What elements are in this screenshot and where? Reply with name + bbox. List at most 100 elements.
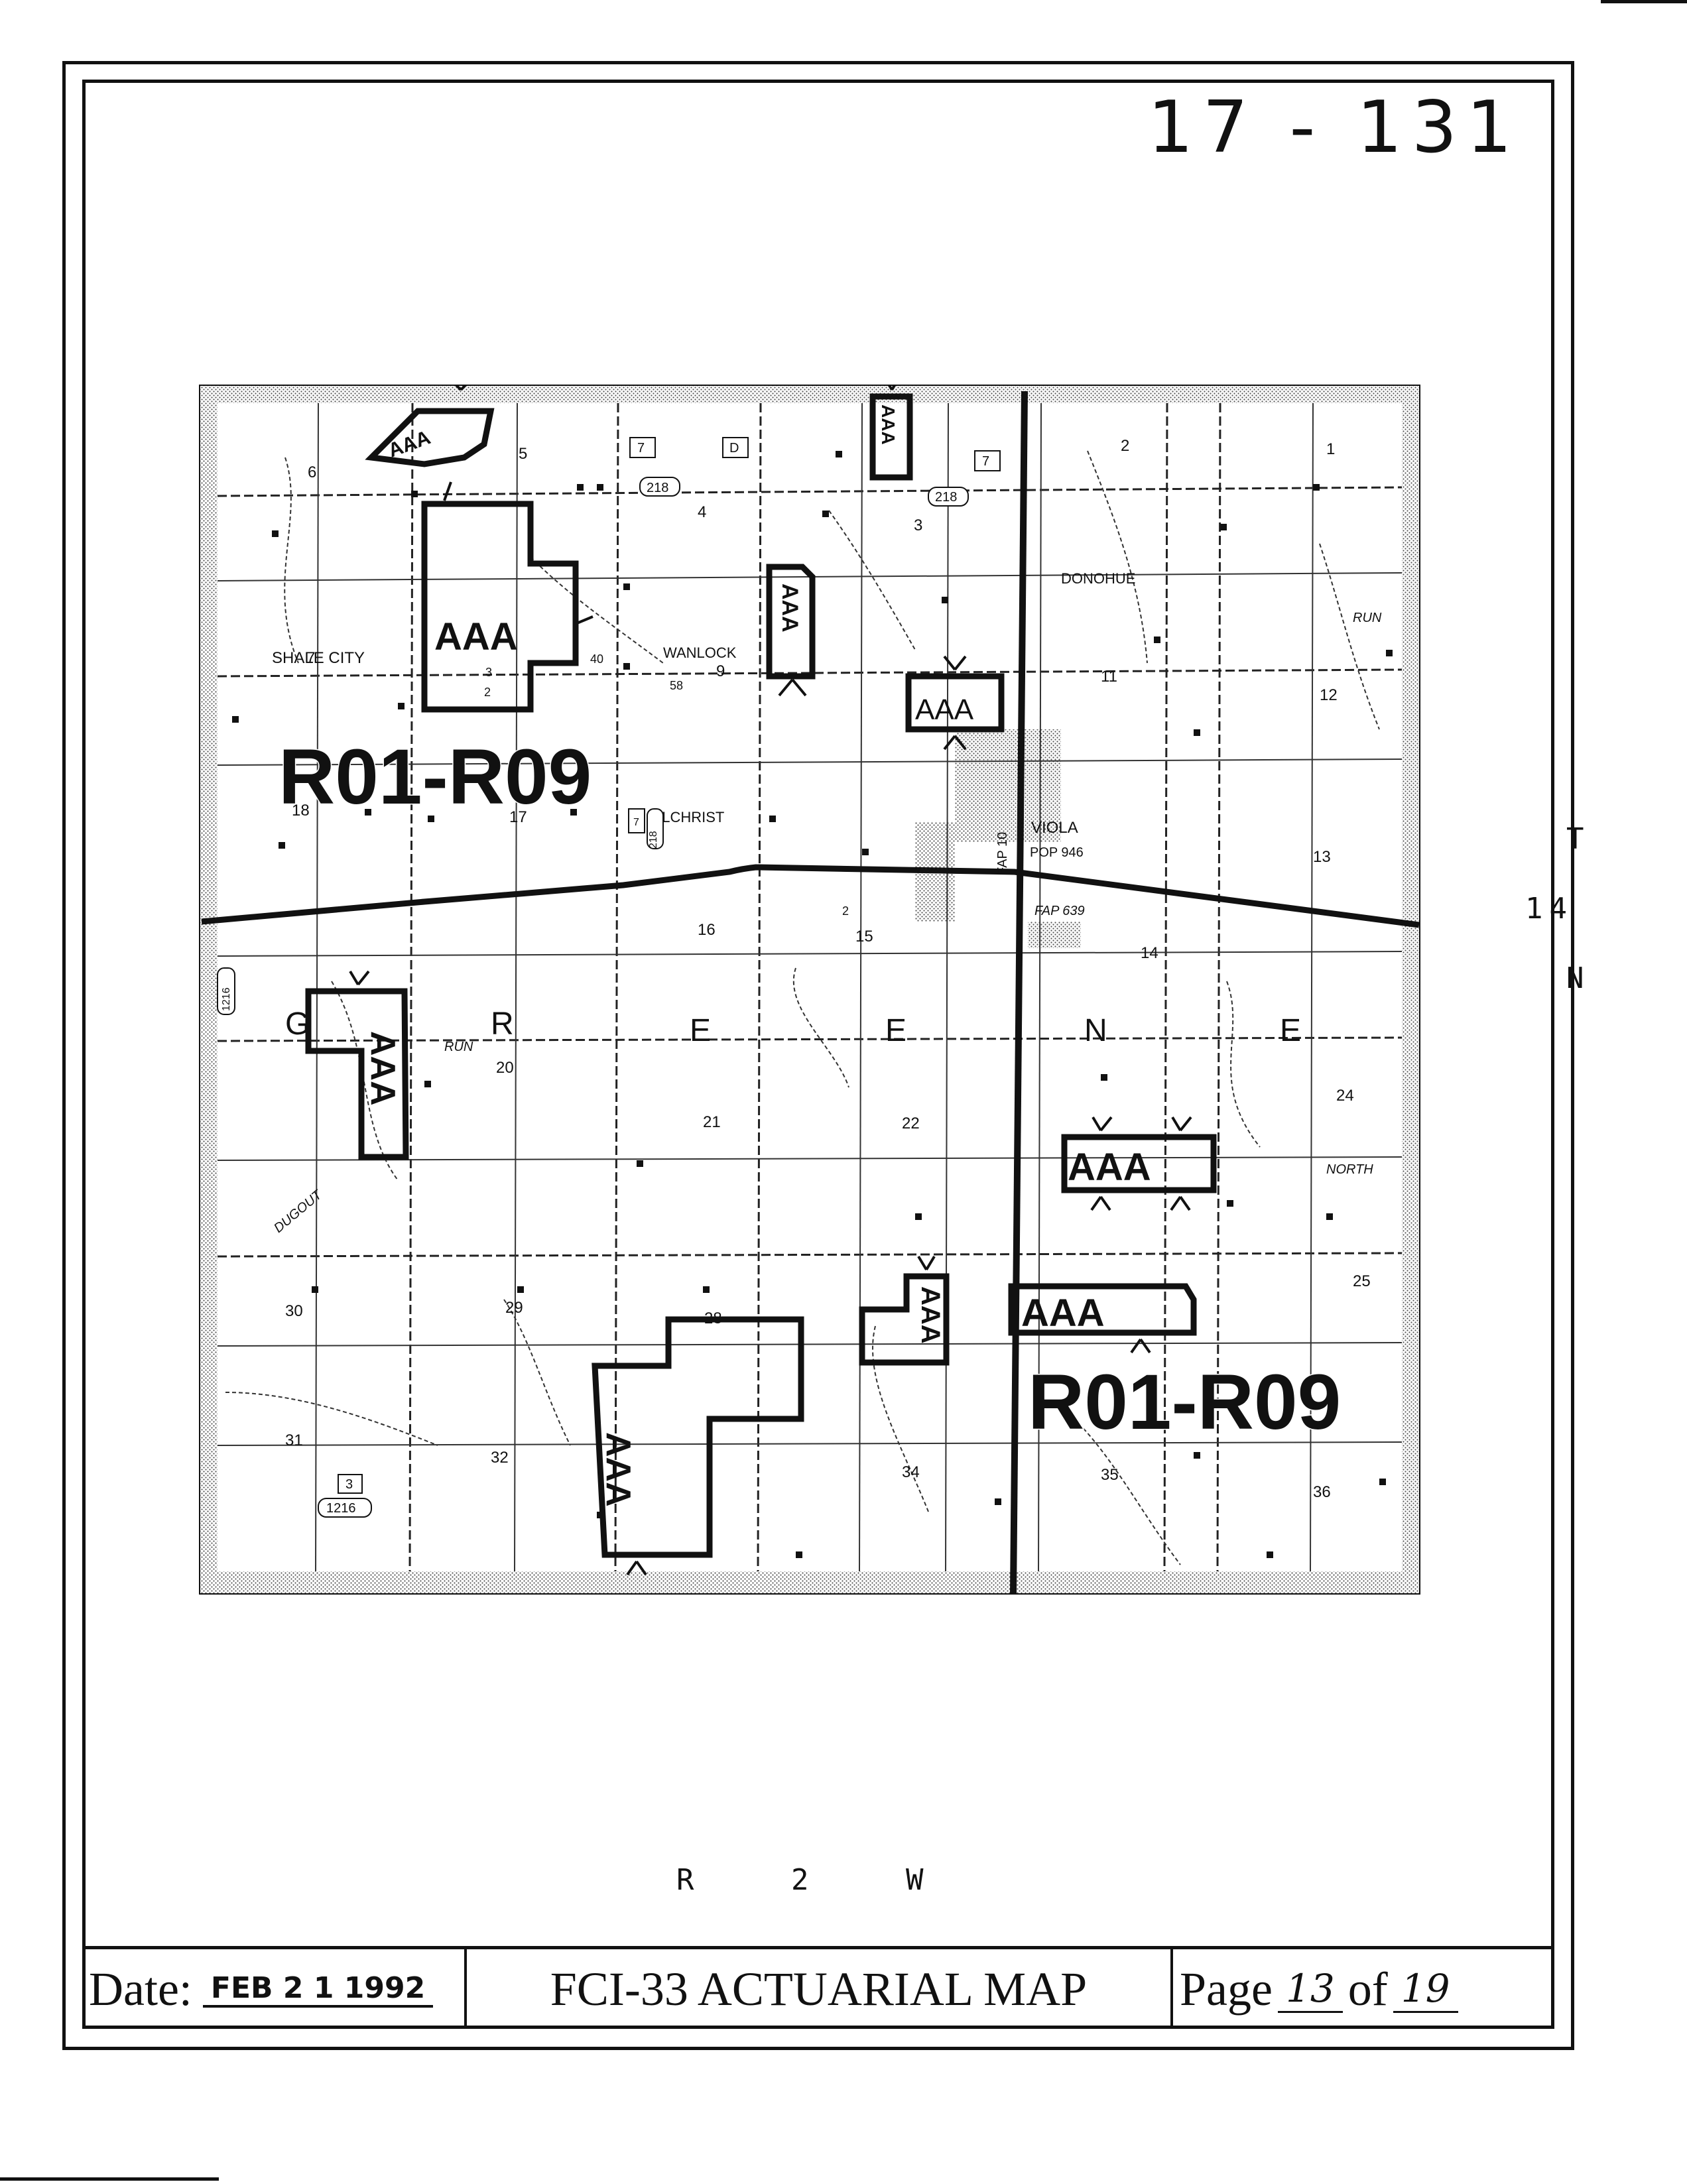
- svg-text:AAA: AAA: [599, 1432, 637, 1507]
- svg-text:12: 12: [1320, 686, 1338, 704]
- svg-text:34: 34: [902, 1463, 920, 1481]
- svg-text:25: 25: [1353, 1272, 1371, 1290]
- viola-pop-label: POP 946: [1030, 845, 1084, 860]
- high-risk-boundaries: [305, 393, 1217, 1558]
- svg-text:AAA: AAA: [434, 615, 518, 658]
- outer-border: [62, 61, 1574, 2050]
- bottom-edge-rule: [0, 2177, 219, 2181]
- svg-text:16: 16: [698, 921, 716, 939]
- page-cell: Page 13 of 19: [1173, 1949, 1554, 2029]
- route-shields: [217, 437, 1001, 1518]
- fap10-label: FAP 10: [995, 832, 1010, 875]
- svg-text:218: 218: [647, 481, 668, 495]
- svg-text:3: 3: [914, 516, 922, 534]
- inner-border: [82, 80, 1554, 2029]
- map-number: 17 - 131: [1147, 86, 1521, 169]
- fap639-label: FAP 639: [1034, 904, 1085, 918]
- rating-zone-label-south: R01-R09: [1028, 1359, 1341, 1446]
- run-top-label: RUN: [1353, 611, 1382, 625]
- svg-text:218: 218: [648, 831, 659, 849]
- svg-text:17: 17: [509, 808, 527, 826]
- svg-text:2: 2: [1121, 437, 1129, 455]
- svg-text:30: 30: [285, 1302, 303, 1320]
- aaa-labels: AAA AAA AAA AAA AAA AAA AAA AAA AAA AAA: [363, 404, 1151, 1507]
- page-label: Page: [1180, 1962, 1273, 2016]
- top-edge-rule: [1601, 0, 1687, 3]
- svg-text:2: 2: [842, 904, 849, 918]
- svg-text:20: 20: [496, 1059, 514, 1077]
- svg-text:15: 15: [855, 928, 873, 945]
- township-number: 14: [1525, 892, 1574, 926]
- map-title-cell: FCI-33 ACTUARIAL MAP: [467, 1949, 1173, 2029]
- svg-text:22: 22: [902, 1115, 920, 1132]
- svg-text:E: E: [1280, 1013, 1301, 1048]
- svg-text:AAA: AAA: [878, 404, 899, 445]
- svg-text:7: 7: [637, 441, 645, 455]
- north-label: NORTH: [1326, 1162, 1373, 1177]
- map-title: FCI-33 ACTUARIAL MAP: [550, 1962, 1088, 2016]
- svg-text:35: 35: [1101, 1466, 1119, 1484]
- svg-text:36: 36: [1313, 1483, 1331, 1501]
- page-current: 13: [1277, 1966, 1343, 2013]
- svg-text:13: 13: [1313, 848, 1331, 866]
- highway-horizontal: [201, 864, 1420, 928]
- date-cell: Date: FEB 2 1 1992: [82, 1949, 467, 2029]
- wanlock-label: WANLOCK: [663, 644, 737, 661]
- svg-text:R: R: [491, 1006, 514, 1042]
- svg-text:E: E: [690, 1013, 711, 1048]
- svg-text:AAA: AAA: [1021, 1292, 1105, 1335]
- route-numbers: 7 D 218 7 218 218 7 1216 3 1216: [221, 441, 989, 1516]
- svg-text:2: 2: [484, 686, 491, 699]
- svg-text:N: N: [1084, 1013, 1107, 1048]
- svg-text:7: 7: [982, 454, 989, 469]
- highway-vertical: [1010, 391, 1028, 1595]
- rating-zone-label-north: R01-R09: [279, 733, 592, 821]
- date-label: Date:: [89, 1962, 192, 2016]
- svg-text:1216: 1216: [326, 1501, 356, 1516]
- svg-text:E: E: [885, 1013, 906, 1048]
- svg-text:31: 31: [285, 1431, 303, 1449]
- section-lines: [217, 402, 1403, 1572]
- svg-text:58: 58: [670, 679, 683, 692]
- small-numbers: 2 3 40 58 2: [484, 652, 849, 918]
- border-stipple-bottom: [200, 1571, 1419, 1593]
- svg-text:3: 3: [485, 666, 492, 679]
- border-stipple-top: [200, 386, 1419, 403]
- svg-text:14: 14: [1141, 944, 1158, 962]
- svg-text:AAA: AAA: [915, 694, 974, 726]
- svg-text:24: 24: [1336, 1087, 1354, 1105]
- donohue-label: DONOHUE: [1061, 570, 1135, 587]
- svg-text:29: 29: [505, 1299, 523, 1317]
- border-stipple-right: [1402, 386, 1419, 1593]
- svg-text:9: 9: [716, 662, 725, 680]
- svg-text:40: 40: [590, 652, 603, 666]
- svg-text:AAA: AAA: [1068, 1146, 1151, 1189]
- actuarial-map: SHALE CITY WANLOCK GILCHRIST VIOLA POP 9…: [199, 375, 1420, 1595]
- svg-text:11: 11: [1101, 668, 1117, 686]
- streams: [225, 450, 1380, 1565]
- township-n: N: [1566, 961, 1584, 995]
- page-of-label: of: [1347, 1962, 1388, 2016]
- svg-text:AAA: AAA: [916, 1286, 945, 1344]
- footer-bar: Date: FEB 2 1 1992 FCI-33 ACTUARIAL MAP …: [82, 1946, 1554, 2029]
- svg-text:AAA: AAA: [777, 583, 802, 633]
- svg-text:5: 5: [519, 445, 527, 463]
- svg-text:4: 4: [698, 503, 706, 521]
- grid-thin-lines: [217, 402, 1403, 1572]
- svg-text:218: 218: [935, 490, 957, 505]
- date-value: FEB 2 1 1992: [202, 1971, 434, 2008]
- township-t: T: [1566, 822, 1584, 856]
- svg-text:D: D: [729, 441, 739, 455]
- shale-city-label: SHALE CITY: [272, 649, 365, 667]
- run-mid-label: RUN: [444, 1040, 473, 1054]
- border-stipple-left: [200, 386, 218, 1593]
- page-total: 19: [1393, 1966, 1458, 2013]
- svg-text:32: 32: [491, 1449, 509, 1467]
- svg-text:AAA: AAA: [363, 1031, 402, 1106]
- town-stipple-c: [1028, 922, 1081, 948]
- svg-text:21: 21: [703, 1113, 721, 1131]
- township-letters: G R E E N E: [285, 1006, 1301, 1048]
- town-stipple-b: [955, 729, 1061, 842]
- svg-text:3: 3: [345, 1477, 353, 1492]
- range-label: R 2 W: [676, 1863, 964, 1897]
